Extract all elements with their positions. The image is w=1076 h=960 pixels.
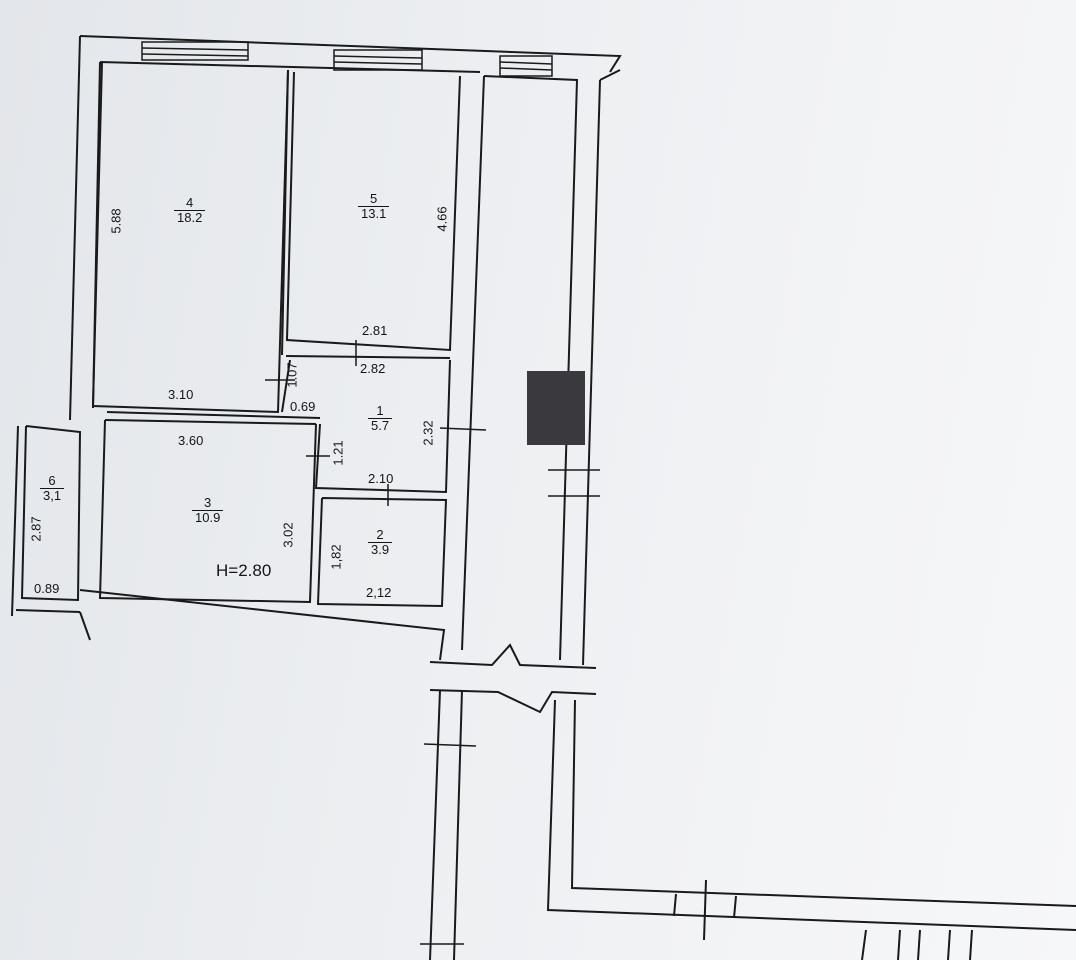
dim-room-4-height: 5.88 bbox=[108, 208, 124, 234]
dim-room-1-inner-height: 1.21 bbox=[330, 440, 346, 466]
dim-room-2-width: 2,12 bbox=[366, 585, 392, 600]
dim-room-3-width: 3.60 bbox=[178, 433, 204, 448]
dim-room-4-width: 3.10 bbox=[168, 387, 194, 402]
dim-room-5-width: 2.81 bbox=[362, 323, 388, 338]
ceiling-height-note: H=2.80 bbox=[216, 561, 272, 580]
dim-room-1-top: 2.82 bbox=[360, 361, 386, 376]
dim-room-1-left-height: 1.07 bbox=[284, 362, 300, 388]
dim-room-5-height: 4.66 bbox=[434, 206, 450, 232]
dim-room-3-height: 3.02 bbox=[280, 522, 296, 548]
dim-room-1-height: 2.32 bbox=[420, 420, 436, 446]
dim-room-1-bottom: 2.10 bbox=[368, 471, 394, 486]
redaction-block bbox=[527, 371, 585, 445]
dim-room-1-left-width: 0.69 bbox=[290, 399, 316, 414]
dim-room-2-height: 1,82 bbox=[328, 544, 344, 570]
dim-room-6-height: 2.87 bbox=[28, 516, 44, 542]
dim-room-6-width: 0.89 bbox=[34, 581, 60, 596]
